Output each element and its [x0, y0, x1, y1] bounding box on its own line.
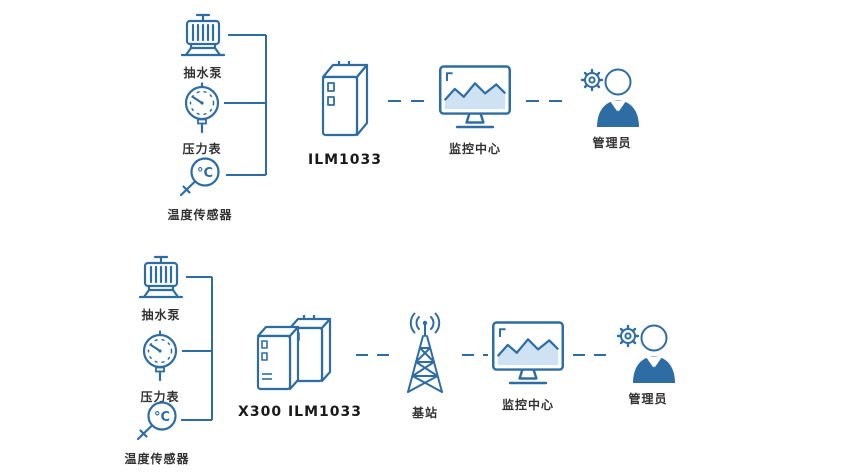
x300-ilm1033-devices-icon — [252, 312, 348, 398]
water-pump-icon — [136, 254, 186, 300]
node-temp-bottom: 温度传感器 — [109, 400, 205, 467]
node-label: 抽水泵 — [183, 66, 223, 80]
admin-person-gear-icon — [613, 320, 683, 384]
node-label: X300 ILM1033 — [238, 404, 362, 420]
ilm1033-device-icon — [316, 60, 374, 146]
node-label: 管理员 — [592, 136, 632, 150]
node-label: 抽水泵 — [141, 308, 181, 322]
node-admin-top: 管理员 — [564, 64, 660, 151]
node-base-station: 基站 — [377, 310, 473, 421]
monitor-icon — [491, 320, 565, 390]
node-monitor-top: 监控中心 — [427, 64, 523, 157]
node-gauge-top: 压力表 — [154, 82, 250, 157]
temperature-sensor-icon — [133, 400, 181, 444]
node-pump-top: 抽水泵 — [155, 12, 251, 81]
node-label: 温度传感器 — [167, 208, 233, 222]
node-admin-bottom: 管理员 — [600, 320, 696, 407]
temperature-sensor-icon — [176, 156, 224, 200]
node-label: 基站 — [411, 406, 438, 420]
node-pump-bottom: 抽水泵 — [113, 254, 209, 323]
node-label: 压力表 — [140, 390, 180, 404]
node-gauge-bottom: 压力表 — [112, 330, 208, 405]
bottom-bracket-line — [181, 276, 213, 421]
node-label: ILM1033 — [307, 152, 383, 168]
pressure-gauge-icon — [180, 82, 224, 134]
node-monitor-bottom: 监控中心 — [480, 320, 576, 413]
monitor-icon — [438, 64, 512, 134]
pressure-gauge-icon — [138, 330, 182, 382]
node-temp-top: 温度传感器 — [152, 156, 248, 223]
node-label: 监控中心 — [501, 398, 554, 412]
node-label: 管理员 — [628, 392, 668, 406]
node-gateway-bottom: X300 ILM1033 — [238, 312, 361, 420]
node-gateway-top: ILM1033 — [297, 60, 393, 168]
node-label: 压力表 — [182, 142, 222, 156]
top-bracket-line — [224, 34, 267, 176]
water-pump-icon — [178, 12, 228, 58]
node-label: 监控中心 — [448, 142, 501, 156]
node-label: 温度传感器 — [124, 452, 190, 466]
admin-person-gear-icon — [577, 64, 647, 128]
antenna-tower-icon — [393, 310, 457, 398]
